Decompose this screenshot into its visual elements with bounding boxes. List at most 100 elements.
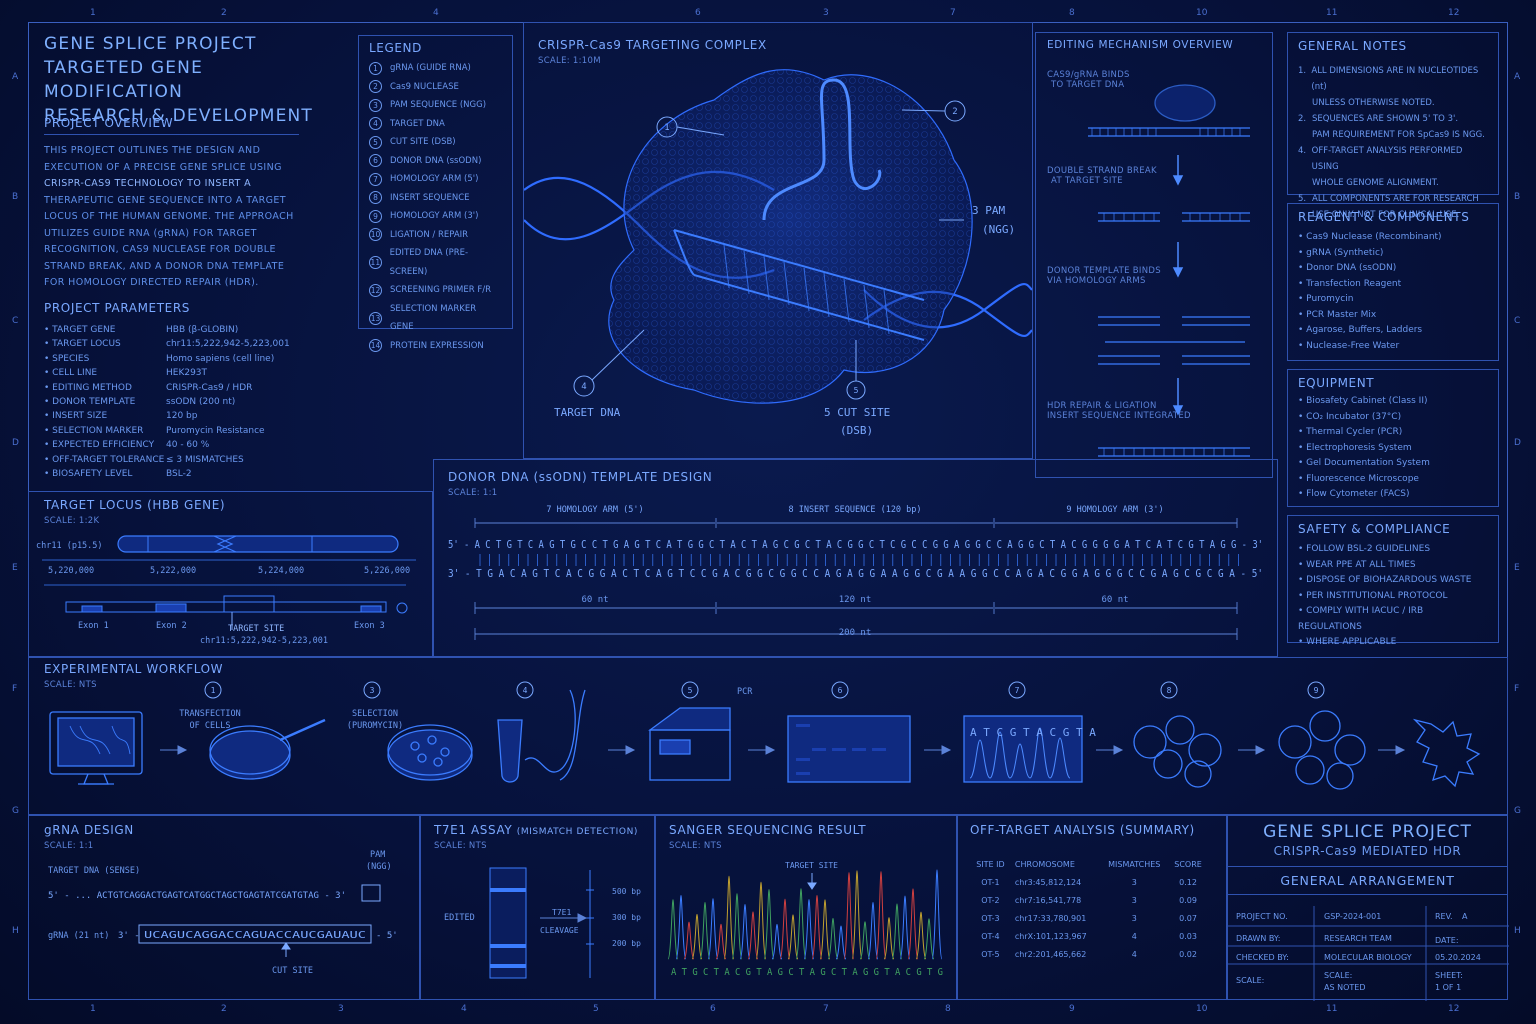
chromosome-bar bbox=[117, 535, 399, 553]
sanger-peak bbox=[691, 913, 703, 960]
grna-diagram: TARGET DNA (SENSE) PAM (NGG) 5' - ... AC… bbox=[48, 850, 398, 976]
locus-panel bbox=[28, 491, 433, 657]
sanger-peak bbox=[707, 898, 719, 960]
step-line: CAS9/gRNA BINDS bbox=[1047, 70, 1130, 80]
note-number: 5. bbox=[1298, 194, 1307, 204]
locus-heading-block: TARGET LOCUS (HBB GENE) SCALE: 1:2K bbox=[44, 498, 225, 526]
sanger-peak bbox=[931, 869, 943, 960]
parameter-value: chr11:5,222,942-5,223,001 bbox=[166, 339, 290, 350]
parameter-key: EDITING METHOD bbox=[44, 381, 166, 395]
sanger-peak bbox=[699, 901, 711, 960]
legend-number: 14 bbox=[369, 339, 382, 353]
table-cell: 3 bbox=[1131, 877, 1137, 887]
table-cell: chr2:201,465,662 bbox=[1014, 949, 1087, 959]
table-cell: chr17:33,780,901 bbox=[1014, 913, 1087, 923]
parameter-value: 40 - 60 % bbox=[166, 440, 210, 451]
cut-site-label: 5 CUT SITE bbox=[824, 406, 890, 419]
sanger-peak bbox=[747, 911, 759, 960]
t7e1-edited: EDITED bbox=[444, 913, 475, 923]
note-text: USE ONLY. NOT FOR CLINICAL USE. bbox=[1312, 210, 1460, 220]
safety-heading: SAFETY & COMPLIANCE bbox=[1298, 522, 1451, 536]
donor-top-strand: 5' - A C T G T C A G T G C C T G A G T C… bbox=[448, 539, 1263, 551]
safety-list: FOLLOW BSL-2 GUIDELINESWEAR PPE AT ALL T… bbox=[1298, 542, 1488, 651]
pam-sub: (NGG) bbox=[366, 862, 392, 872]
equipment-list: Biosafety Cabinet (Class II)CO₂ Incubato… bbox=[1298, 394, 1488, 503]
equipment-item: Biosafety Cabinet (Class II) bbox=[1298, 394, 1488, 410]
note-number bbox=[1298, 175, 1312, 191]
parameter-value: ≤ 3 MISMATCHES bbox=[166, 454, 244, 465]
parameter-value: BSL-2 bbox=[166, 469, 192, 480]
table-cell: 0.02 bbox=[1179, 949, 1197, 959]
step-number: 9 bbox=[1314, 686, 1319, 695]
notes-panel: GENERAL NOTES 1.ALL DIMENSIONS ARE IN NU… bbox=[1287, 32, 1499, 220]
grna-5-end: - 5' bbox=[376, 931, 398, 941]
overview-line: FOR HOMOLOGY DIRECTED REPAIR (HDR). bbox=[44, 277, 259, 288]
parameter-key: SPECIES bbox=[44, 352, 166, 366]
offtarget-header-cell: SCORE bbox=[1174, 859, 1202, 869]
chr-label: chr11 (p15.5) bbox=[36, 541, 103, 551]
note-text: ALL COMPONENTS ARE FOR RESEARCH bbox=[1312, 194, 1479, 204]
equipment-heading: EQUIPMENT bbox=[1298, 376, 1375, 390]
insert-label: 8 INSERT SEQUENCE (120 bp) bbox=[788, 505, 921, 515]
tb-label: REV. bbox=[1435, 912, 1453, 921]
equipment-panel: EQUIPMENT Biosafety Cabinet (Class II)CO… bbox=[1287, 369, 1499, 507]
legend-label: INSERT SEQUENCE bbox=[390, 192, 470, 203]
legend-number: 3 bbox=[369, 98, 382, 112]
workflow-diagram: 1 3 4 5 6 7 8 9 TRANSFECTION OF CELLS SE… bbox=[49, 681, 1481, 790]
note-text: OFF-TARGET ANALYSIS PERFORMED USING bbox=[1311, 146, 1463, 172]
tb-label: SCALE: bbox=[1324, 971, 1353, 980]
parameter-key: CELL LINE bbox=[44, 366, 166, 380]
table-cell: OT-4 bbox=[981, 931, 1000, 941]
ruler-mark: 8 bbox=[1069, 8, 1075, 18]
grna-cut-site: CUT SITE bbox=[272, 966, 313, 976]
tb-label: PROJECT NO. bbox=[1236, 912, 1288, 921]
sanger-peak bbox=[835, 925, 847, 960]
ruler-mark: 2 bbox=[221, 8, 227, 18]
workflow-scale: SCALE: NTS bbox=[44, 680, 97, 690]
locus-tick: 5,222,000 bbox=[150, 566, 196, 576]
ruler-mark: 6 bbox=[695, 8, 701, 18]
parameter-value: Homo sapiens (cell line) bbox=[166, 353, 275, 364]
tb-label: SCALE: bbox=[1236, 976, 1265, 985]
legend-label: HOMOLOGY ARM (3') bbox=[390, 211, 479, 221]
table-cell: chrX:101,123,967 bbox=[1014, 931, 1087, 941]
arm3-label: 9 HOMOLOGY ARM (3') bbox=[1066, 505, 1163, 515]
ruler-mark: C bbox=[1514, 316, 1521, 326]
t7e1-cleavage: CLEAVAGE bbox=[540, 926, 579, 935]
tb-grid-lines bbox=[1228, 906, 1509, 1001]
legend-label: Cas9 NUCLEASE bbox=[390, 81, 459, 92]
pam-label: 3 PAM bbox=[972, 204, 1005, 217]
offtarget-panel bbox=[957, 815, 1227, 1000]
t7e1-heading-block: T7E1 ASSAY (MISMATCH DETECTION) SCALE: N… bbox=[434, 823, 638, 851]
sanger-peak bbox=[851, 870, 863, 960]
ruler-mark: 8 bbox=[945, 1004, 951, 1014]
marker-500: 500 bp bbox=[612, 887, 641, 896]
ruler-mark: H bbox=[12, 926, 19, 936]
ruler-mark: 4 bbox=[433, 8, 439, 18]
parameters-heading: PROJECT PARAMETERS bbox=[44, 301, 191, 315]
note-text: WHOLE GENOME ALIGNMENT. bbox=[1312, 178, 1439, 188]
sanger-peak bbox=[803, 899, 815, 960]
locus-tick: 5,226,000 bbox=[364, 566, 410, 576]
overview-line: STRAND BREAK, AND A DONOR DNA TEMPLATE bbox=[44, 260, 285, 272]
tb-value: A bbox=[1462, 912, 1468, 921]
reagents-item: Cas9 Nuclease (Recombinant) bbox=[1298, 230, 1488, 246]
legend-label: PAM SEQUENCE (NGG) bbox=[390, 100, 487, 110]
locus-diagram: chr11 (p15.5) 5,220,000 5,222,000 5,224,… bbox=[36, 535, 416, 646]
table-cell: chr3:45,812,124 bbox=[1014, 877, 1082, 887]
t7e1-panel bbox=[420, 815, 655, 1000]
grna-loop bbox=[762, 78, 882, 221]
sanger-peak bbox=[771, 923, 783, 960]
offtarget-header-cell: MISMATCHES bbox=[1108, 859, 1161, 869]
ruler-mark: A bbox=[12, 72, 19, 82]
grna-length-label: gRNA (21 nt) bbox=[48, 931, 109, 941]
note-line: 4.OFF-TARGET ANALYSIS PERFORMED USING bbox=[1298, 143, 1488, 175]
